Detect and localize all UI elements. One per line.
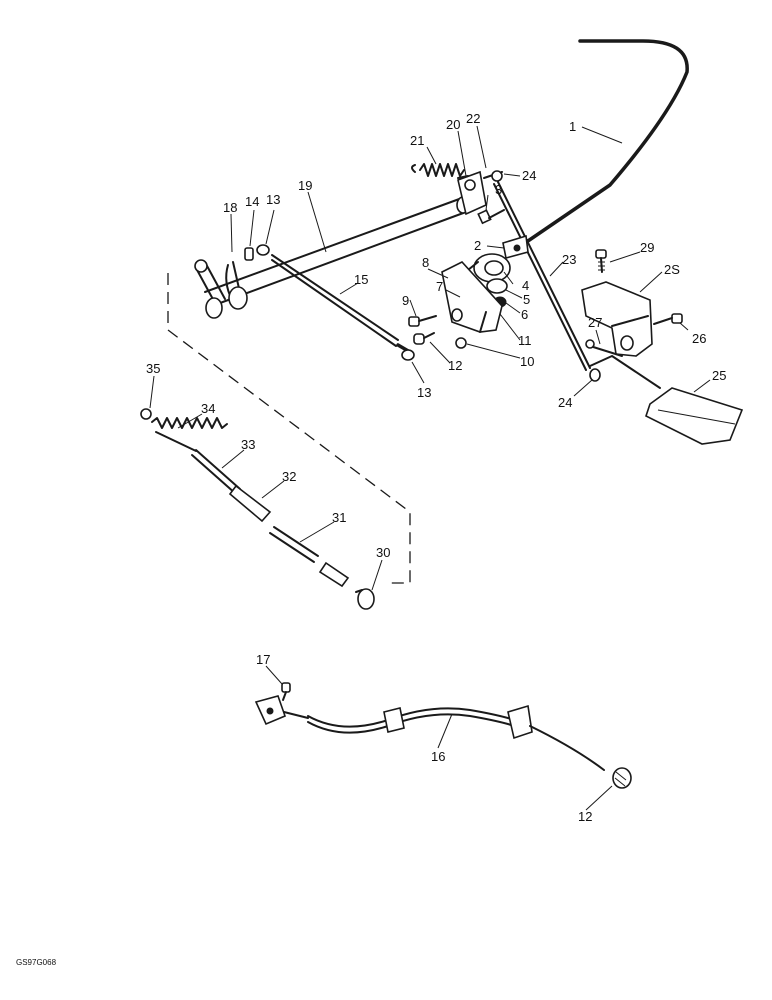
callout-15: 15 — [354, 272, 368, 287]
callout-16: 16 — [431, 749, 445, 764]
part-4-pawl — [467, 253, 511, 283]
callout-13-upper: 13 — [266, 192, 280, 207]
callout-1: 1 — [569, 119, 576, 134]
callout-6: 6 — [521, 307, 528, 322]
callout-18: 18 — [223, 200, 237, 215]
callout-25: 25 — [712, 368, 726, 383]
part-3-bolt — [477, 209, 505, 225]
grouping-outline — [167, 273, 411, 584]
callout-10: 10 — [520, 354, 534, 369]
callout-12-lower: 12 — [578, 809, 592, 824]
callout-19: 19 — [298, 178, 312, 193]
part-15-rod — [271, 254, 415, 361]
part-34-spring — [151, 417, 228, 452]
part-18-lever-arm — [194, 259, 248, 319]
part-9-bolt — [408, 315, 437, 327]
callout-5: 5 — [523, 292, 530, 307]
leader-lines — [149, 125, 711, 811]
callout-2: 2 — [474, 238, 481, 253]
part-20-compensator-plate — [457, 170, 487, 216]
callout-30: 30 — [376, 545, 390, 560]
part-14-pin — [244, 247, 254, 261]
callout-27: 27 — [588, 315, 602, 330]
callout-17: 17 — [256, 652, 270, 667]
part-5-washer — [486, 278, 508, 294]
callout-23: 23 — [562, 252, 576, 267]
part-32-ferrule — [228, 484, 272, 523]
part-2-ratchet-plate — [502, 234, 529, 259]
callout-20: 20 — [446, 117, 460, 132]
callout-32: 32 — [282, 469, 296, 484]
part-27-pivot-pin — [585, 339, 623, 357]
part-23-pedal-rod — [493, 181, 591, 371]
callout-35: 35 — [146, 361, 160, 376]
part-25-pedal — [589, 355, 744, 445]
callout-8: 8 — [422, 255, 429, 270]
callout-34: 34 — [201, 401, 215, 416]
callout-24-lower: 24 — [558, 395, 572, 410]
callout-4: 4 — [522, 278, 529, 293]
callout-11: 11 — [518, 333, 532, 348]
part-1-hand-lever — [523, 39, 689, 245]
callout-26: 26 — [692, 331, 706, 346]
callout-24-upper: 24 — [522, 168, 536, 183]
part-31-threaded-rod — [269, 526, 350, 588]
part-17-pin — [281, 682, 291, 701]
part-28-pedal-bracket — [581, 281, 653, 357]
callout-9: 9 — [402, 293, 409, 308]
part-10-screw — [455, 337, 467, 349]
part-26-bolt — [653, 313, 683, 325]
part-16-cable — [254, 695, 605, 771]
drawing-code: GS97G068 — [16, 958, 57, 967]
part-12-screw-upper — [413, 332, 435, 345]
part-12-nipple-lower — [612, 767, 632, 789]
part-8-bracket — [441, 261, 503, 333]
part-21-return-spring — [411, 163, 469, 179]
callout-3: 3 — [495, 182, 502, 197]
part-29-bolt — [595, 249, 607, 273]
callout-2S: 2S — [664, 262, 680, 277]
callout-21: 21 — [410, 133, 424, 148]
callout-7: 7 — [436, 279, 443, 294]
callout-13-lower: 13 — [417, 385, 431, 400]
callout-labels: 1 2 3 4 5 6 7 8 9 10 11 12 12 13 13 14 1… — [146, 111, 726, 824]
callout-12-upper: 12 — [448, 358, 462, 373]
part-13-clevis-upper — [256, 244, 270, 256]
callout-29: 29 — [640, 240, 654, 255]
callout-14: 14 — [245, 194, 259, 209]
part-35-nipple — [140, 408, 152, 420]
callout-31: 31 — [332, 510, 346, 525]
part-33-cable-sleeve — [191, 449, 241, 495]
part-30-end-cap — [355, 588, 375, 610]
part-22-link — [483, 170, 503, 182]
callout-33: 33 — [241, 437, 255, 452]
part-24-link-lower — [589, 368, 601, 382]
callout-22: 22 — [466, 111, 480, 126]
